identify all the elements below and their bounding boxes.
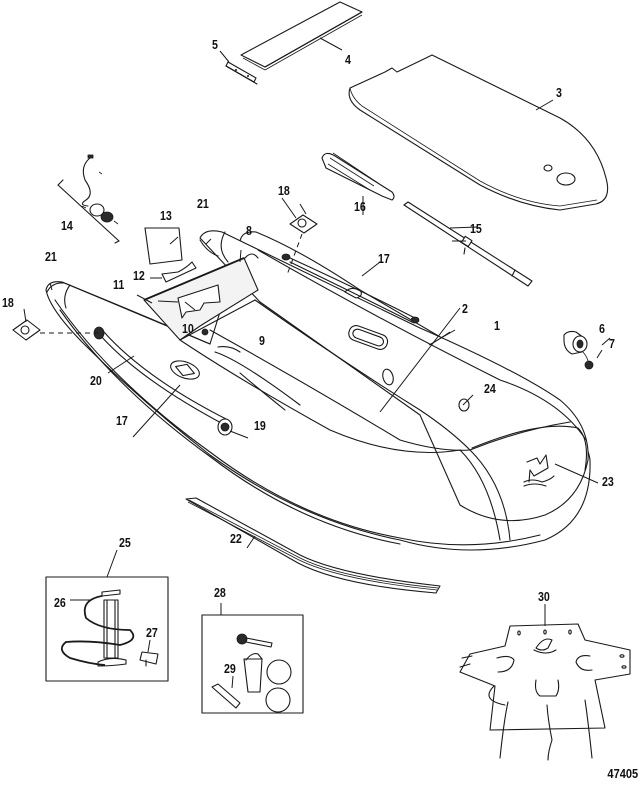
callout-27: 27 [146,625,158,640]
callout-30: 30 [538,589,550,604]
callout-17-port: 17 [116,413,128,428]
callout-9: 9 [259,333,265,348]
callout-4: 4 [345,52,351,67]
transom-pad [144,227,183,265]
valve-cap [582,351,594,370]
callout-2: 2 [462,301,468,316]
callout-23: 23 [602,474,614,489]
oar-shaft [403,201,533,287]
callout-18-starboard: 18 [278,183,290,198]
boat-hull [45,230,591,551]
brand-decal [523,454,555,487]
oarlock-port [12,319,98,341]
callout-10: 10 [182,321,194,336]
leader-lines [23,37,611,689]
drain-plug-assembly [57,154,120,244]
repair-kit-box [201,614,304,714]
callout-26: 26 [54,595,66,610]
callout-16: 16 [354,199,366,214]
seat [240,1,363,71]
oar-blade [321,152,395,201]
callout-17-starboard: 17 [378,251,390,266]
callout-15: 15 [470,221,482,236]
seat-bracket [225,61,258,85]
callout-19: 19 [254,418,266,433]
floor-board [348,54,609,211]
callout-5: 5 [212,37,218,52]
callout-8: 8 [246,223,252,238]
callout-22: 22 [230,531,242,546]
callout-13: 13 [160,208,172,223]
callout-24: 24 [484,381,496,396]
callout-7: 7 [609,336,615,351]
callout-21-bow: 21 [45,249,57,264]
figure-id: 47405 [607,766,638,781]
valve [563,330,588,355]
callout-3: 3 [556,85,562,100]
callout-21-aft: 21 [197,196,209,211]
callout-12: 12 [133,268,145,283]
callout-1: 1 [494,318,500,333]
callout-6: 6 [599,321,605,336]
callout-28: 28 [214,585,226,600]
callout-25: 25 [119,535,131,550]
callout-18-port: 18 [2,295,14,310]
rub-strake [185,497,441,594]
callout-11: 11 [113,277,125,292]
oarlock-starboard [286,214,318,276]
carry-bag [459,623,631,761]
callout-14: 14 [61,218,73,233]
callout-29: 29 [224,661,236,676]
transom-bracket [161,261,197,283]
callout-20: 20 [90,373,102,388]
